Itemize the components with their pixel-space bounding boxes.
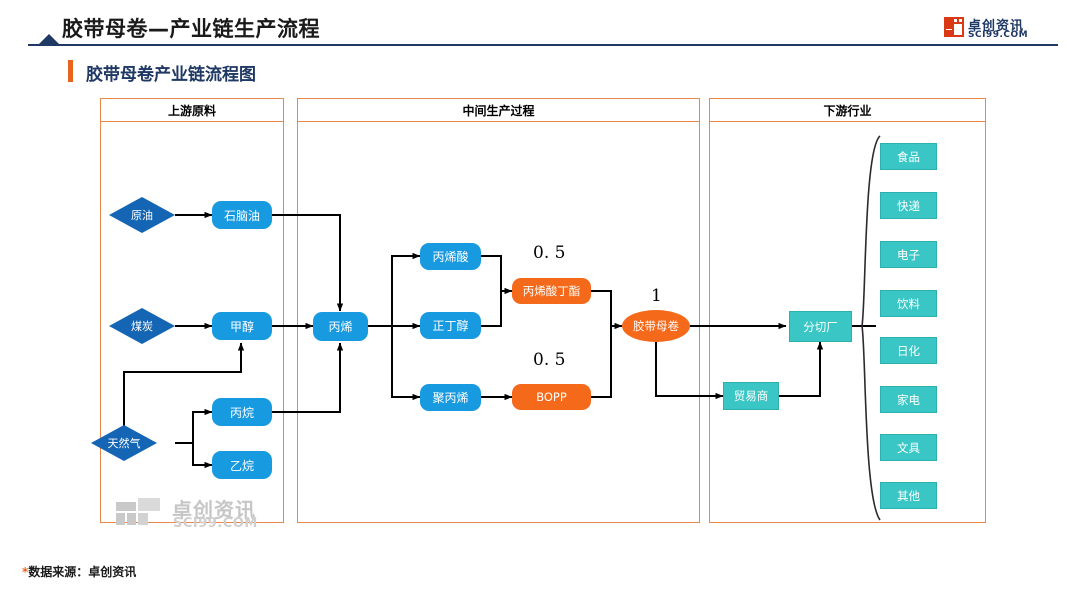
panel-downstream-title: 下游行业 xyxy=(709,98,986,122)
industry-box-2[interactable]: 电子 xyxy=(880,241,937,268)
watermark-text-en: SCI99.COM xyxy=(173,516,258,531)
panel-midstream xyxy=(297,98,700,523)
node-trader[interactable]: 贸易商 xyxy=(723,382,779,410)
node-butyl-acrylate[interactable]: 丙烯酸丁酯 xyxy=(512,278,591,304)
industry-box-0[interactable]: 食品 xyxy=(880,143,937,170)
node-methanol[interactable]: 甲醇 xyxy=(212,312,272,340)
industry-box-6[interactable]: 文具 xyxy=(880,434,937,461)
brand-logo-icon xyxy=(944,17,964,37)
node-naphtha[interactable]: 石脑油 xyxy=(212,201,272,229)
node-propane[interactable]: 丙烷 xyxy=(212,398,272,426)
node-bopp[interactable]: BOPP xyxy=(512,384,591,410)
node-polypropylene[interactable]: 聚丙烯 xyxy=(420,384,481,411)
industry-box-7[interactable]: 其他 xyxy=(880,482,937,509)
page-title: 胶带母卷—产业链生产流程 xyxy=(62,17,320,41)
title-divider xyxy=(28,44,1058,46)
industry-box-1[interactable]: 快递 xyxy=(880,192,937,219)
node-slitting-plant[interactable]: 分切厂 xyxy=(789,311,852,342)
subtitle-accent-bar xyxy=(68,60,73,82)
brand-logo: 卓创资讯 SCI99.COM xyxy=(944,15,1054,41)
node-propylene[interactable]: 丙烯 xyxy=(313,312,368,341)
source-note: *数据来源：卓创资讯 xyxy=(22,563,136,580)
node-jumbo-roll[interactable]: 胶带母卷 xyxy=(622,310,690,342)
industry-box-5[interactable]: 家电 xyxy=(880,386,937,413)
node-n-butanol[interactable]: 正丁醇 xyxy=(420,312,481,339)
brand-logo-name-cn: 卓创资讯 xyxy=(968,19,1025,34)
page-header: 胶带母卷—产业链生产流程 卓创资讯 SCI99.COM xyxy=(0,0,1067,50)
panel-upstream-title: 上游原料 xyxy=(100,98,284,122)
node-ethane[interactable]: 乙烷 xyxy=(212,451,272,479)
watermark-text-cn: 卓创资讯 xyxy=(172,498,256,522)
industry-box-3[interactable]: 饮料 xyxy=(880,290,937,317)
watermark-logo-icon xyxy=(116,498,168,526)
panel-midstream-title: 中间生产过程 xyxy=(297,98,700,122)
watermark: 卓创资讯 SCI99.COM xyxy=(116,494,281,532)
source-note-text: 数据来源：卓创资讯 xyxy=(28,565,137,579)
ratio-label-bopp: 0. 5 xyxy=(533,350,566,370)
brand-logo-name-en: SCI99.COM xyxy=(968,30,1029,40)
node-acrylic-acid[interactable]: 丙烯酸 xyxy=(420,243,481,270)
ratio-label-butyl-acrylate: 0. 5 xyxy=(533,243,566,263)
industry-box-4[interactable]: 日化 xyxy=(880,337,937,364)
ratio-label-jumbo-roll: 1 xyxy=(651,286,662,306)
subtitle: 胶带母卷产业链流程图 xyxy=(86,65,256,85)
title-triangle-marker xyxy=(38,34,60,45)
source-note-asterisk: * xyxy=(22,565,29,579)
